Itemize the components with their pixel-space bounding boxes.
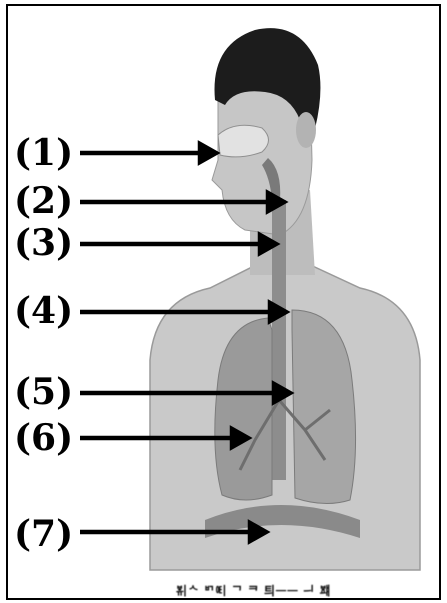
arrow-1-head: [200, 144, 216, 162]
label-2: (2): [14, 180, 73, 222]
label-4: (4): [14, 290, 73, 332]
label-5: (5): [14, 371, 73, 413]
ear: [296, 112, 316, 148]
figure-caption: ᄫᆔᄾ ᄞᅊᅵ ᄀ ᄏ 틔ᅳᅳ ᅴ ᄫᆅ: [176, 582, 436, 600]
label-7: (7): [14, 513, 73, 555]
nasal-cavity: [218, 125, 269, 157]
label-1: (1): [14, 132, 73, 174]
label-6: (6): [14, 417, 73, 459]
label-3: (3): [14, 222, 73, 264]
